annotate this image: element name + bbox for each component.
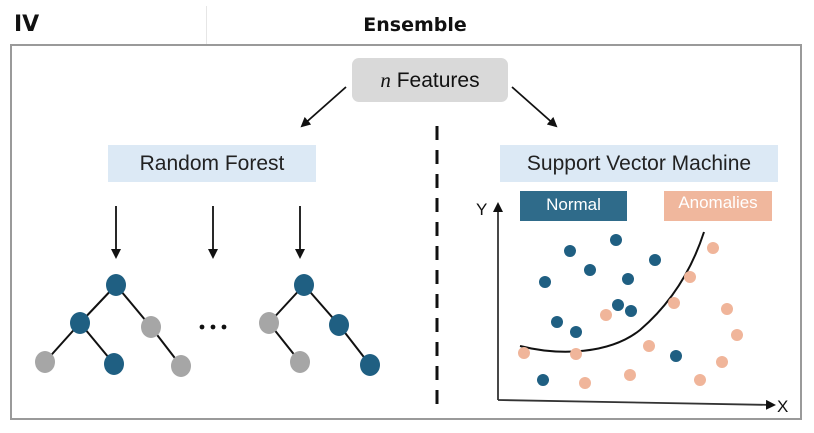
random-forest-label: Random Forest	[108, 145, 316, 182]
normal-point	[670, 350, 682, 362]
anomaly-point	[716, 356, 728, 368]
svm-decision-boundary	[519, 231, 705, 353]
anomaly-point	[643, 340, 655, 352]
diagram-title: Ensemble	[363, 14, 467, 36]
anomaly-point	[624, 369, 636, 381]
anomaly-point	[668, 297, 680, 309]
normal-point	[570, 326, 582, 338]
normal-point	[622, 273, 634, 285]
normal-point	[564, 245, 576, 257]
legend-anomalies: Anomalies	[664, 191, 772, 221]
tree-left-leaf	[104, 353, 124, 375]
features-label: Features	[396, 69, 480, 92]
header-divider	[206, 6, 207, 46]
tree-left-root-node	[106, 274, 126, 296]
normal-point	[625, 305, 637, 317]
tree-left-leaf	[171, 355, 191, 377]
tree-right-edges	[268, 284, 371, 366]
features-n: n	[380, 68, 391, 92]
arrow-to-random-forest	[300, 86, 347, 128]
tree-right-node	[329, 314, 349, 336]
svm-label: Support Vector Machine	[500, 145, 778, 182]
panel-label: IV	[14, 12, 40, 37]
x-axis-label: X	[777, 397, 789, 416]
tree-right-node	[259, 312, 279, 334]
anomaly-point	[518, 347, 530, 359]
anomaly-point	[694, 374, 706, 386]
tree-left-leaf	[35, 351, 55, 373]
normal-point	[612, 299, 624, 311]
anomaly-point	[600, 309, 612, 321]
tree-left-node	[141, 316, 161, 338]
anomaly-point	[721, 303, 733, 315]
tree-right-leaf	[290, 351, 310, 373]
normal-point	[551, 316, 563, 328]
anomaly-point	[731, 329, 743, 341]
anomaly-point	[684, 271, 696, 283]
ensemble-frame	[10, 44, 802, 420]
tree-right-root-node	[294, 274, 314, 296]
svm-x-axis	[497, 399, 776, 410]
ellipsis-dots	[199, 324, 227, 330]
tree-right-leaf	[360, 354, 380, 376]
legend-normal: Normal	[520, 191, 627, 221]
tree-left-node	[70, 312, 90, 334]
y-axis-label: Y	[476, 200, 488, 219]
normal-point	[539, 276, 551, 288]
anomaly-point	[570, 348, 582, 360]
normal-point	[649, 254, 661, 266]
normal-point	[537, 374, 549, 386]
anomaly-point	[579, 377, 591, 389]
arrow-to-svm	[511, 86, 558, 128]
features-box: n Features	[352, 58, 508, 102]
normal-point	[610, 234, 622, 246]
normal-point	[584, 264, 596, 276]
anomaly-point	[707, 242, 719, 254]
